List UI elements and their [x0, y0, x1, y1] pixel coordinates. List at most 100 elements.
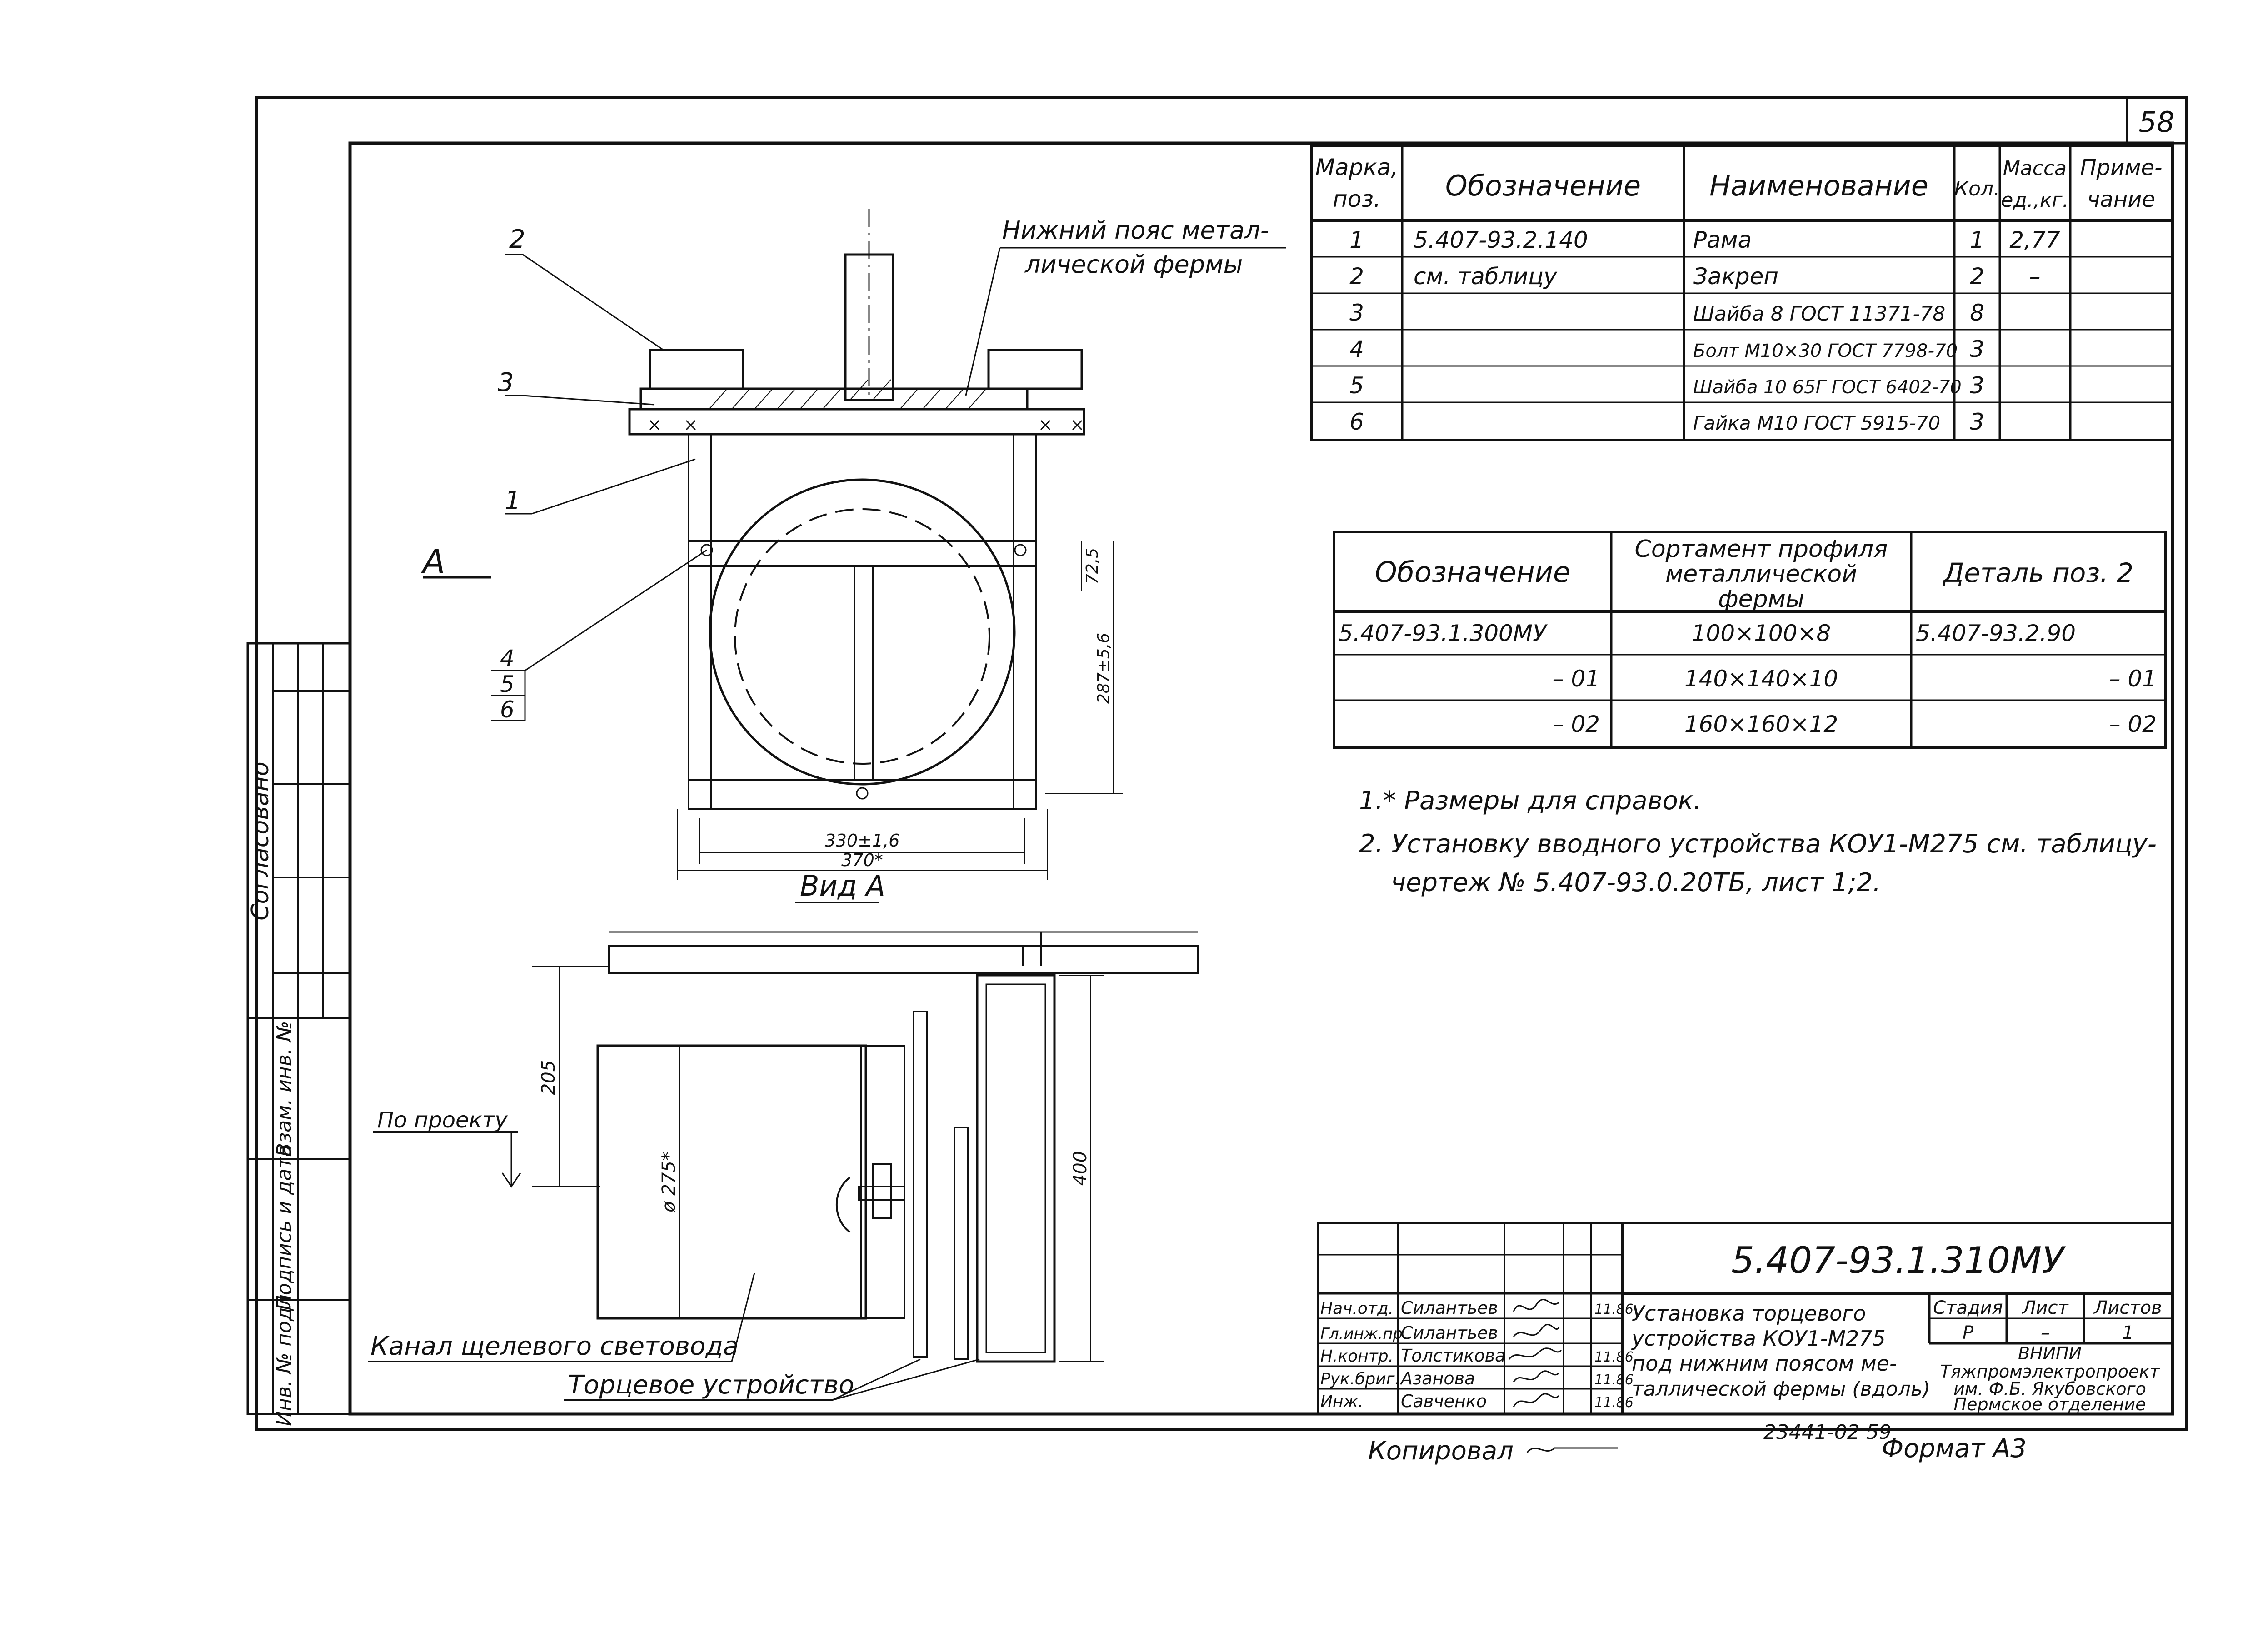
cell-name: Шайба 10 65Г ГОСТ 6402-70: [1693, 377, 1962, 398]
date: 11.86: [1594, 1372, 1634, 1388]
cell-profile: 140×140×10: [1684, 666, 1838, 692]
cell-mark: 5: [1349, 372, 1364, 399]
cell-qty: 3: [1970, 372, 1984, 399]
hdr-mark-2: поз.: [1333, 186, 1381, 212]
cell-name: Гайка М10 ГОСТ 5915-70: [1693, 412, 1940, 434]
date: 11.86: [1594, 1302, 1634, 1317]
profile-row: 5.407-93.1.300МУ 100×100×8 5.407-93.2.90: [1339, 620, 2076, 646]
cell-name: Рама: [1693, 227, 1752, 253]
stage-label: Стадия: [1933, 1297, 2003, 1318]
callout-2: 2: [509, 225, 525, 254]
cell-qty: 8: [1970, 300, 1984, 326]
spec-row: 5 Шайба 10 65Г ГОСТ 6402-70 3: [1349, 372, 1984, 399]
dim-side-left: 205: [538, 1060, 559, 1095]
callout-4: 4: [500, 645, 515, 671]
sheets-value: 1: [2122, 1322, 2133, 1343]
inv-replace-label: Взам. инв. №: [273, 1021, 296, 1157]
spec-row: 1 5.407-93.2.140 Рама 1 2,77: [1349, 227, 2060, 253]
spec-row: 4 Болт М10×30 ГОСТ 7798-70 3: [1349, 336, 1984, 362]
note-3: чертеж № 5.407-93.0.20ТБ, лист 1;2.: [1391, 868, 1881, 897]
spec-row: 2 см. таблицу Закреп 2 –: [1349, 263, 2040, 290]
cell-qty: 2: [1970, 263, 1984, 290]
cell-qty: 1: [1970, 227, 1984, 253]
cell-mass: 2,77: [2009, 227, 2060, 253]
cell-profile: 100×100×8: [1692, 620, 1831, 646]
cell-name: Закреп: [1693, 263, 1778, 290]
cell-detail: – 02: [2109, 711, 2157, 737]
hdr-note-2: чание: [2087, 187, 2155, 212]
sheet-number-box: [2126, 96, 2188, 145]
inv-orig-label: Инв. № подл.: [273, 1288, 296, 1426]
cell-mark: 3: [1349, 300, 1364, 326]
title-line-1: Установка торцевого: [1632, 1301, 1866, 1326]
cell-designation: 5.407-93.1.300МУ: [1339, 620, 1548, 646]
person: Азанова: [1399, 1368, 1475, 1388]
hdr-mark-1: Марка,: [1315, 154, 1398, 180]
role: Инж.: [1320, 1393, 1363, 1411]
sheet-value: –: [2041, 1322, 2050, 1343]
agreed-label: Согласовано: [247, 761, 274, 920]
label-project: По проекту: [377, 1107, 508, 1133]
copied-label: Копировал: [1368, 1436, 1514, 1466]
hdr-name: Наименование: [1709, 169, 1928, 202]
dim-inner-width: 330±1,6: [825, 831, 900, 851]
doc-code: 5.407-93.1.310МУ: [1731, 1239, 2066, 1282]
title-line-2: устройства КОУ1-М275: [1631, 1326, 1886, 1351]
org-line-2: Тяжпромэлектропроект: [1940, 1362, 2161, 1382]
copied-signature: [1526, 1447, 1618, 1453]
pt-hdr-profile-1: Сортамент профиля: [1635, 536, 1888, 563]
person: Силантьев: [1401, 1298, 1498, 1318]
signature-mark: [1508, 1347, 1562, 1360]
chord-label-2: лической фермы: [1024, 250, 1243, 279]
person: Силантьев: [1401, 1323, 1498, 1343]
signature-mark: [1513, 1299, 1559, 1312]
dim-small-right: 72,5: [1083, 548, 1102, 584]
spec-table: Марка, поз. Обозначение Наименование Кол…: [1310, 144, 2174, 441]
cell-name: Шайба 8 ГОСТ 11371-78: [1693, 302, 1945, 326]
label-device: Торцевое устройство: [568, 1370, 854, 1400]
cell-mark: 4: [1349, 336, 1364, 362]
sheets-label: Листов: [2093, 1297, 2162, 1318]
chord-label-1: Нижний пояс метал-: [1002, 216, 1269, 245]
role: Н.контр.: [1320, 1347, 1394, 1366]
view-marker: А: [421, 542, 445, 581]
role: Гл.инж.пр.: [1320, 1325, 1408, 1343]
cell-designation: – 02: [1552, 711, 1600, 737]
cell-mark: 2: [1349, 263, 1364, 290]
pt-hdr-detail: Деталь поз. 2: [1942, 557, 2133, 588]
profile-row: – 01 140×140×10 – 01: [1552, 666, 2157, 692]
view-a: Вид А 205 ø 275* 400 По проекту: [368, 869, 1199, 1401]
pt-hdr-designation: Обозначение: [1375, 556, 1570, 589]
hdr-mass-2: ед.,кг.: [2001, 189, 2068, 212]
cell-qty: 3: [1970, 409, 1984, 435]
sign-date-label: Подпись и дата: [273, 1145, 296, 1310]
dim-diameter: ø 275*: [659, 1152, 679, 1213]
left-strip: Согласовано Подпись и дата Взам. инв. № …: [246, 642, 351, 1426]
cell-mass: –: [2029, 263, 2041, 290]
date: 11.86: [1594, 1349, 1634, 1365]
role-row: Рук.бриг. Азанова 11.86: [1320, 1368, 1634, 1388]
callout-6: 6: [500, 696, 515, 723]
outer-frame: [255, 96, 2188, 1431]
cell-designation: – 01: [1552, 666, 1600, 692]
cell-profile: 160×160×12: [1684, 711, 1838, 737]
signature-mark: [1513, 1370, 1560, 1383]
person: Савченко: [1401, 1391, 1487, 1411]
person: Толстикова: [1401, 1346, 1505, 1366]
cell-mark: 1: [1349, 227, 1364, 253]
callout-1: 1: [505, 486, 521, 516]
spec-row: 3 Шайба 8 ГОСТ 11371-78 8: [1349, 300, 1984, 326]
inventory-number: 23441-02 59: [1763, 1421, 1892, 1444]
role-row: Инж. Савченко 11.86: [1320, 1391, 1634, 1411]
pt-hdr-profile-2: металлической: [1665, 561, 1857, 588]
title-line-4: таллической фермы (вдоль): [1632, 1378, 1930, 1401]
cell-designation: см. таблицу: [1414, 263, 1558, 290]
cell-detail: – 01: [2109, 666, 2157, 692]
role: Нач.отд.: [1320, 1299, 1394, 1318]
role-row: Гл.инж.пр. Силантьев: [1320, 1323, 1498, 1343]
role-row: Н.контр. Толстикова 11.86: [1320, 1346, 1634, 1366]
stage-value: Р: [1963, 1322, 1974, 1343]
org-line-1: ВНИПИ: [2018, 1343, 2082, 1363]
sheet-label: Лист: [2021, 1297, 2069, 1318]
